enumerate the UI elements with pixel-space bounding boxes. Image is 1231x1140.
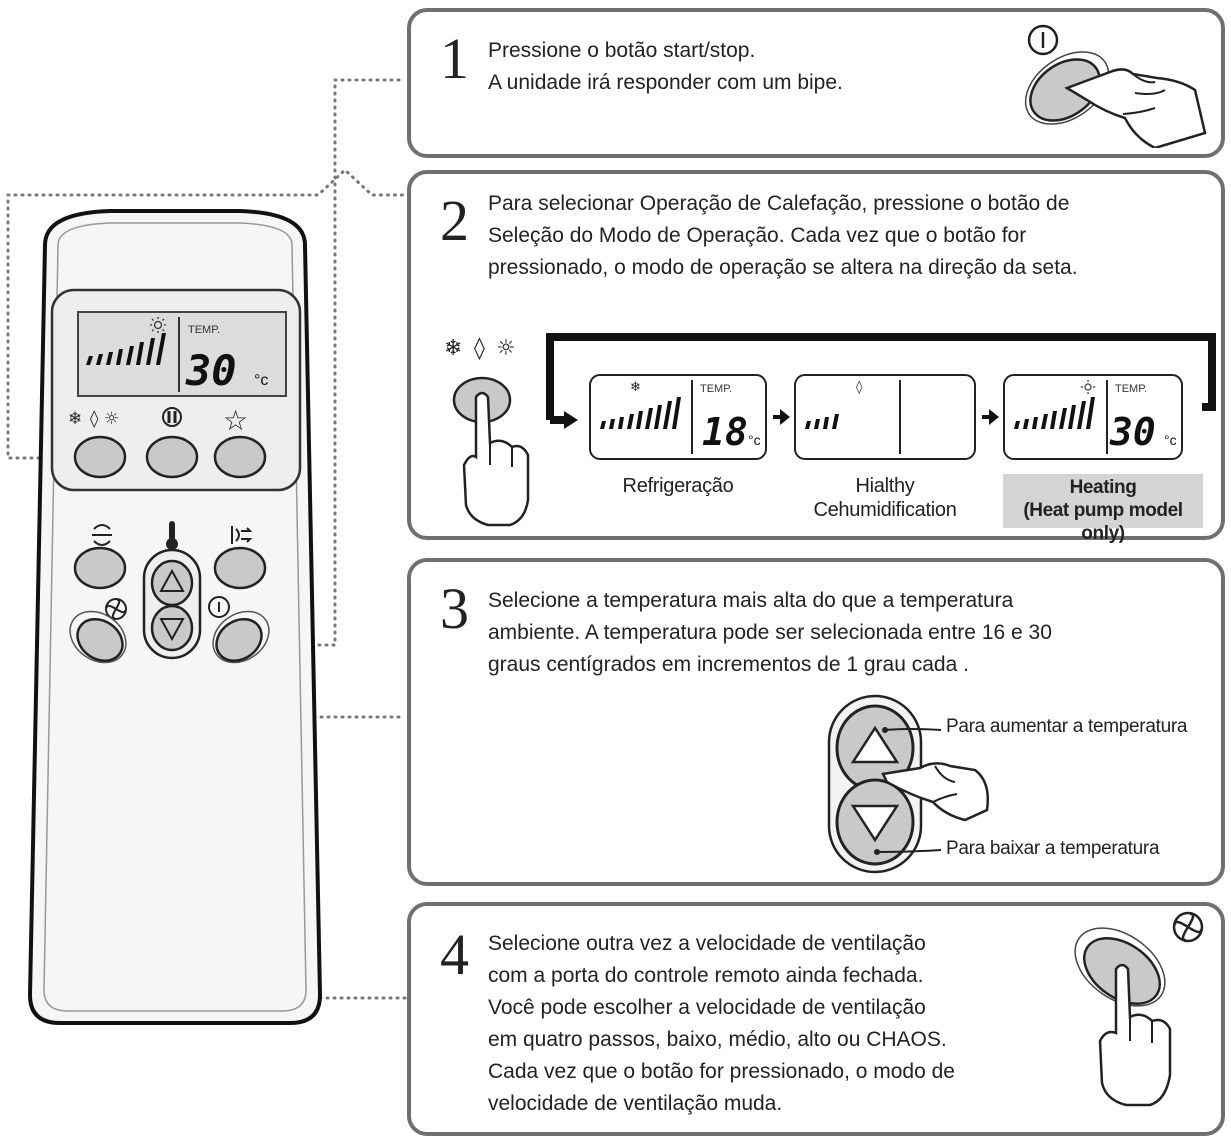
remote-up-arrow-icon xyxy=(159,568,185,592)
remote-temp-value: 30 xyxy=(185,346,237,395)
svg-text:°c: °c xyxy=(1164,432,1177,448)
sun-icon: ☼ xyxy=(496,336,516,361)
lcd-cooling-temp-value: 18 xyxy=(702,410,748,454)
remote-star-icon: ☆ xyxy=(223,405,248,436)
svg-text:☼: ☼ xyxy=(104,409,119,429)
remote-temp-down-button[interactable] xyxy=(150,604,194,652)
snowflake-icon: ❄ xyxy=(444,336,462,361)
svg-text:❄: ❄ xyxy=(68,409,82,429)
step-4-box xyxy=(407,902,1225,1136)
svg-text:◊: ◊ xyxy=(856,380,863,395)
step-3-text: Selecione a temperatura mais alta do que… xyxy=(488,589,1052,676)
remote-airflow-button[interactable] xyxy=(213,546,267,590)
up-arrow-icon xyxy=(850,725,900,764)
step-1-text: Pressione o botão start/stop. A unidade … xyxy=(488,39,843,94)
remote-jet-icon xyxy=(162,407,182,427)
step-4-illustration xyxy=(1074,911,1204,1107)
step-2-text: Para selecionar Operação de Calefação, p… xyxy=(488,192,1078,279)
lcd-cooling xyxy=(589,374,767,460)
caption-dehumidify: Hialthy Cehumidification xyxy=(813,475,957,521)
svg-text:°c: °c xyxy=(748,432,761,448)
caption-cooling: Refrigeração xyxy=(622,475,734,497)
connector-step2 xyxy=(6,167,407,460)
down-arrow-icon xyxy=(850,804,900,843)
power-icon xyxy=(1027,24,1059,56)
remote-temp-up-button[interactable] xyxy=(150,559,194,607)
remote-lcd xyxy=(77,311,287,397)
remote-swing-icon xyxy=(92,524,112,546)
step-4-number: 4 xyxy=(440,922,469,987)
remote-mode-button[interactable] xyxy=(73,435,127,479)
lcd-heating xyxy=(1003,374,1183,460)
step-2-number: 2 xyxy=(440,188,469,253)
remote-power-icon xyxy=(208,596,230,618)
lcd-heating-temp-label: TEMP. xyxy=(1115,383,1147,395)
step-4-text: Selecione outra vez a velocidade de vent… xyxy=(488,932,955,1115)
remote-fan-button[interactable] xyxy=(69,611,130,670)
step-3-number: 3 xyxy=(440,576,469,641)
remote-temp-label: TEMP. xyxy=(188,324,220,336)
caption-heating: Heating (Heat pump model only) xyxy=(1003,474,1203,544)
cycle-arrow xyxy=(546,333,1216,420)
remote-airflow-icon xyxy=(231,526,253,544)
callout-lower-temp: Para baixar a temperatura xyxy=(946,838,1160,859)
connector-step3 xyxy=(170,661,407,719)
remote-fan-speed-bars xyxy=(86,333,166,365)
hand-icon xyxy=(462,391,530,527)
step-1-number: 1 xyxy=(440,26,469,91)
mode-icons: ❄ ◊ ☼ xyxy=(444,336,516,361)
connector-step1 xyxy=(268,78,407,647)
remote-power-button[interactable] xyxy=(208,611,269,670)
remote-lcd-sun-icon xyxy=(150,317,166,333)
remote-thermometer-icon xyxy=(166,521,178,550)
svg-text:❄: ❄ xyxy=(630,380,641,395)
hand-icon xyxy=(1064,68,1207,148)
fan-icon xyxy=(1172,911,1204,943)
remote-swing-button[interactable] xyxy=(73,546,127,590)
step-3-illustration xyxy=(827,694,989,874)
remote-jet-button[interactable] xyxy=(145,435,199,479)
lcd-dehumidify xyxy=(794,374,976,460)
hand-icon xyxy=(881,762,989,822)
svg-text:◊: ◊ xyxy=(90,409,99,429)
step-2-illustration: ❄ ◊ ☼ ❄ TEMP. 18 °c ◊ xyxy=(444,333,1216,527)
remote-sleep-button[interactable] xyxy=(213,435,267,479)
lcd-heating-temp-value: 30 xyxy=(1109,410,1156,454)
remote-fan-icon xyxy=(105,598,127,620)
lcd-cooling-temp-label: TEMP. xyxy=(700,383,732,395)
step-3-box xyxy=(407,558,1225,886)
remote-mode-icons: ❄ ◊ ☼ xyxy=(68,409,119,429)
remote-temp-unit: °c xyxy=(254,372,268,389)
remote-down-arrow-icon xyxy=(159,618,185,642)
step-1-illustration xyxy=(1024,24,1207,148)
callout-raise-temp: Para aumentar a temperatura xyxy=(946,716,1188,737)
drop-icon: ◊ xyxy=(474,336,485,361)
power-button xyxy=(1029,58,1101,122)
remote-control: TEMP. 30 °c ❄ ◊ ☼ ☆ xyxy=(27,209,323,1025)
hand-icon xyxy=(1098,963,1172,1107)
